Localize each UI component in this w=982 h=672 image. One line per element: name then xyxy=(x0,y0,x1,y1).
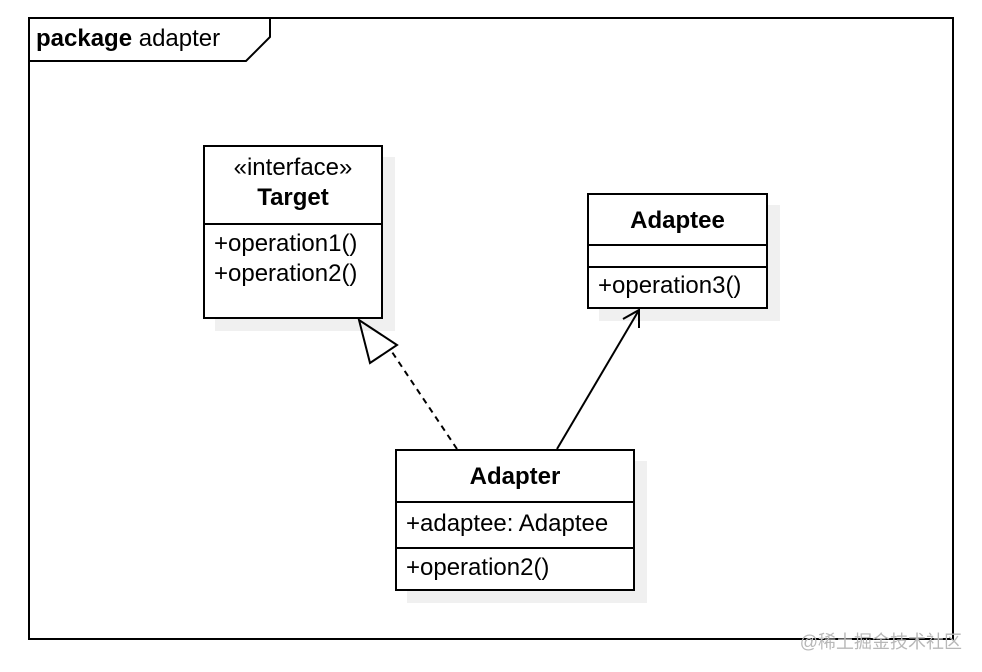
class-adaptee[interactable]: Adaptee +operation3() xyxy=(587,193,768,309)
target-operations: +operation1() +operation2() xyxy=(205,225,381,315)
adaptee-attributes xyxy=(589,246,766,268)
package-keyword: package xyxy=(36,25,133,52)
realization-arrowhead xyxy=(357,317,399,365)
package-name: adapter xyxy=(138,25,221,52)
target-name: Target xyxy=(257,184,329,211)
adapter-attribute: +adaptee: Adaptee xyxy=(406,510,609,537)
package-frame xyxy=(28,17,954,640)
package-label: package adapter xyxy=(36,24,220,54)
adapter-name: Adapter xyxy=(469,463,561,490)
adaptee-operation: +operation3() xyxy=(598,272,742,299)
adapter-operation: +operation2() xyxy=(406,554,550,581)
target-operation: +operation2() xyxy=(214,260,358,287)
target-operation: +operation1() xyxy=(214,230,358,257)
adaptee-operations: +operation3() xyxy=(589,268,766,307)
association-arrowhead xyxy=(622,308,640,328)
adapter-operations: +operation2() xyxy=(397,549,633,589)
realization-edge xyxy=(385,342,458,450)
package-tab xyxy=(28,17,271,62)
class-adapter-header: Adapter xyxy=(397,451,633,503)
adaptee-name: Adaptee xyxy=(630,207,725,234)
adapter-attributes: +adaptee: Adaptee xyxy=(397,503,633,549)
class-target-header: «interface» Target xyxy=(205,147,381,225)
association-edge xyxy=(556,309,640,450)
class-target[interactable]: «interface» Target +operation1() +operat… xyxy=(203,145,383,319)
class-adaptee-header: Adaptee xyxy=(589,195,766,246)
watermark: @稀土掘金技术社区 xyxy=(799,632,962,652)
class-adapter[interactable]: Adapter +adaptee: Adaptee +operation2() xyxy=(395,449,635,591)
target-stereotype: «interface» xyxy=(233,154,353,181)
